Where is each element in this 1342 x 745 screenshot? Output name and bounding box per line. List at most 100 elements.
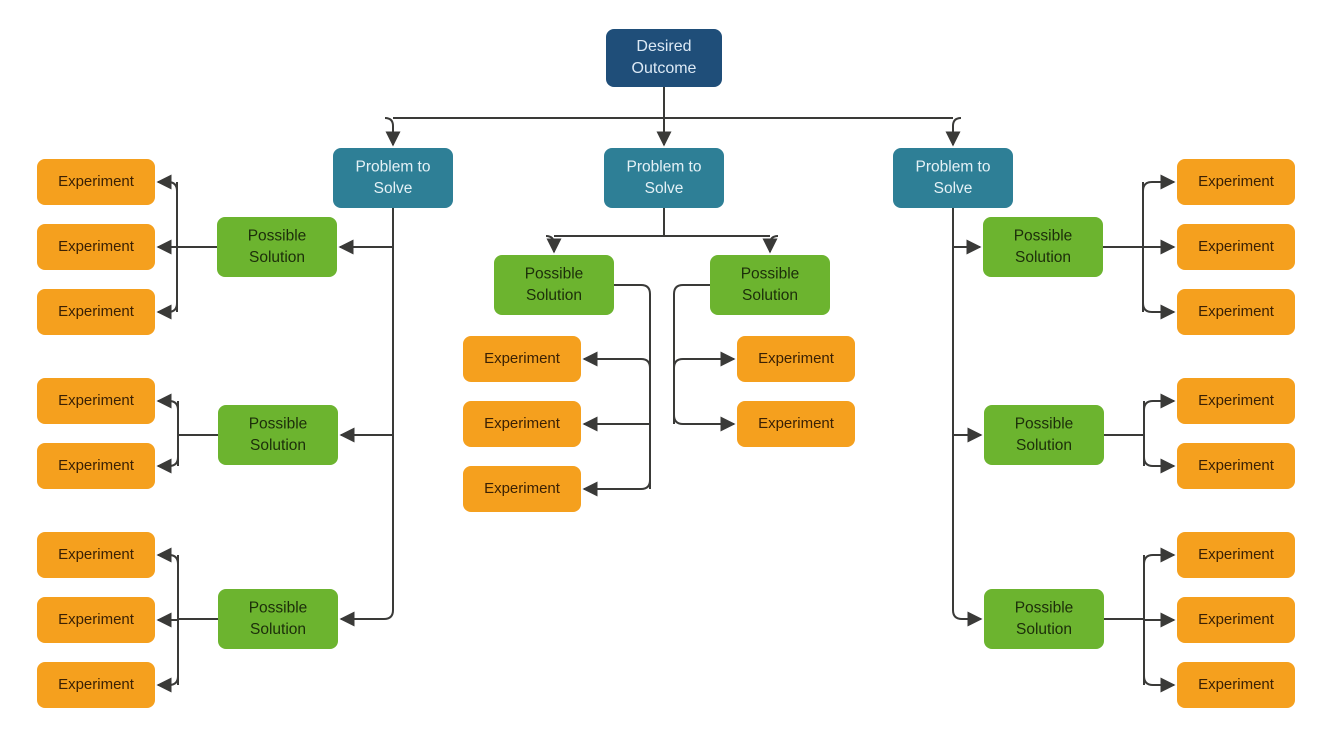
node-experiment[interactable]: Experiment — [1177, 662, 1295, 708]
connector-line — [156, 302, 178, 320]
node-experiment-label: Experiment — [58, 238, 135, 255]
node-experiment-shape[interactable] — [1177, 597, 1295, 643]
node-experiment[interactable]: Experiment — [1177, 597, 1295, 643]
node-experiment-shape[interactable] — [737, 336, 855, 382]
node-experiment-shape[interactable] — [37, 159, 155, 205]
node-experiment-shape[interactable] — [1177, 378, 1295, 424]
connector-line — [582, 351, 651, 369]
node-experiment-shape[interactable] — [737, 401, 855, 447]
connector-line — [762, 235, 779, 254]
connector-line — [1143, 393, 1176, 411]
node-experiment-shape[interactable] — [1177, 532, 1295, 578]
node-solution-left-3-shape[interactable] — [218, 589, 338, 649]
connector-line — [339, 609, 394, 627]
node-solution-left-3-label: Solution — [250, 621, 306, 638]
connector-line — [156, 393, 179, 411]
node-experiment[interactable]: Experiment — [737, 336, 855, 382]
node-solution-right-2-shape[interactable] — [984, 405, 1104, 465]
node-experiment[interactable]: Experiment — [463, 466, 581, 512]
node-experiment-label: Experiment — [1198, 173, 1275, 190]
node-experiment-shape[interactable] — [1177, 443, 1295, 489]
node-experiment-label: Experiment — [1198, 676, 1275, 693]
node-experiment-shape[interactable] — [1177, 224, 1295, 270]
node-solution-middle-2-shape[interactable] — [710, 255, 830, 315]
node-experiment[interactable]: Experiment — [37, 378, 155, 424]
node-experiment-shape[interactable] — [37, 597, 155, 643]
node-experiment[interactable]: Experiment — [1177, 289, 1295, 335]
node-experiment[interactable]: Experiment — [37, 532, 155, 578]
node-experiment-shape[interactable] — [1177, 662, 1295, 708]
node-experiment-shape[interactable] — [463, 336, 581, 382]
node-experiment-label: Experiment — [1198, 546, 1275, 563]
node-experiment[interactable]: Experiment — [37, 443, 155, 489]
node-problem-left-label: Problem to — [356, 158, 431, 175]
node-experiment-label: Experiment — [758, 415, 835, 432]
node-solution-middle-1-label: Solution — [526, 287, 582, 304]
node-experiment-label: Experiment — [58, 611, 135, 628]
node-experiment[interactable]: Experiment — [737, 401, 855, 447]
node-problem-right-shape[interactable] — [893, 148, 1013, 208]
node-experiment-shape[interactable] — [1177, 159, 1295, 205]
node-experiment-label: Experiment — [58, 173, 135, 190]
node-solution-left-2-label: Solution — [250, 437, 306, 454]
connector-line — [156, 675, 179, 693]
node-experiment-shape[interactable] — [37, 662, 155, 708]
connector-line — [156, 456, 179, 474]
node-experiment[interactable]: Experiment — [37, 289, 155, 335]
node-experiment[interactable]: Experiment — [37, 224, 155, 270]
connector-line — [1142, 302, 1176, 320]
node-experiment-label: Experiment — [1198, 303, 1275, 320]
node-solution-middle-1-shape[interactable] — [494, 255, 614, 315]
node-solution-right-1-shape[interactable] — [983, 217, 1103, 277]
node-experiment-shape[interactable] — [37, 289, 155, 335]
node-desired-outcome-shape[interactable] — [606, 29, 722, 87]
node-experiment[interactable]: Experiment — [463, 401, 581, 447]
node-experiment[interactable]: Experiment — [1177, 532, 1295, 578]
connector-line — [1142, 174, 1176, 192]
node-experiment[interactable]: Experiment — [1177, 159, 1295, 205]
node-problem-left-shape[interactable] — [333, 148, 453, 208]
node-experiment-label: Experiment — [58, 457, 135, 474]
connector-line — [945, 117, 962, 147]
connector-line — [614, 284, 651, 489]
node-solution-left-2-label: Possible — [249, 415, 308, 432]
node-experiment-label: Experiment — [58, 546, 135, 563]
node-experiment-shape[interactable] — [37, 443, 155, 489]
node-solution-left-1-shape[interactable] — [217, 217, 337, 277]
node-experiment[interactable]: Experiment — [1177, 378, 1295, 424]
node-experiment-label: Experiment — [1198, 392, 1275, 409]
node-experiment[interactable]: Experiment — [37, 597, 155, 643]
node-experiment-shape[interactable] — [37, 378, 155, 424]
node-solution-right-3-shape[interactable] — [984, 589, 1104, 649]
node-solution-left-2-shape[interactable] — [218, 405, 338, 465]
node-experiment-shape[interactable] — [1177, 289, 1295, 335]
connector-line — [384, 117, 401, 147]
node-solution-right-2-label: Possible — [1015, 415, 1074, 432]
node-experiment[interactable]: Experiment — [1177, 224, 1295, 270]
node-experiment[interactable]: Experiment — [463, 336, 581, 382]
node-experiment[interactable]: Experiment — [1177, 443, 1295, 489]
node-experiment-shape[interactable] — [463, 401, 581, 447]
connector-line — [952, 609, 983, 627]
node-experiment-shape[interactable] — [37, 224, 155, 270]
node-experiment[interactable]: Experiment — [37, 159, 155, 205]
node-experiment-shape[interactable] — [37, 532, 155, 578]
node-problem-middle-shape[interactable] — [604, 148, 724, 208]
node-solution-right-1-label: Solution — [1015, 249, 1071, 266]
connector-line — [156, 547, 179, 565]
node-experiment[interactable]: Experiment — [37, 662, 155, 708]
node-experiment-shape[interactable] — [463, 466, 581, 512]
